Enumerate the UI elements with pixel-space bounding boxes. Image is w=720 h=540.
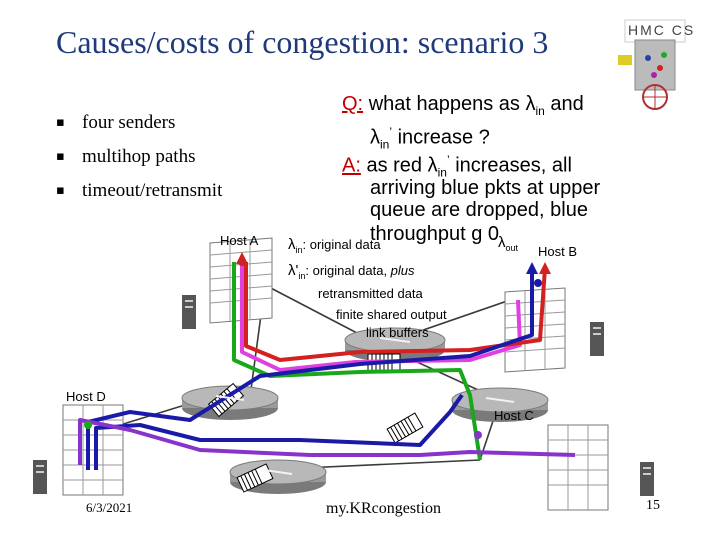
computer-tower-icon <box>33 460 47 494</box>
arrow-up-icon <box>526 262 538 274</box>
legend-lambda-in: λin: original data <box>288 236 381 255</box>
footer-center: my.KRcongestion <box>326 500 441 518</box>
footer-date: 6/3/2021 <box>86 500 132 516</box>
host-d-label: Host D <box>66 389 106 404</box>
buffer-label-1: finite shared output <box>336 307 447 322</box>
host-b-dot <box>534 279 542 287</box>
host-c-dot <box>474 431 482 439</box>
host-b-box <box>505 288 565 372</box>
host-c-label: Host C <box>494 408 534 423</box>
host-d-dot <box>84 421 92 429</box>
legend-retransmitted: retransmitted data <box>318 286 423 301</box>
legend-lambda-out: λout <box>498 234 518 253</box>
host-a-label: Host A <box>220 233 258 248</box>
computer-tower-icon <box>640 462 654 496</box>
legend-lambda-prime-in: λ'in: original data, plus <box>288 262 415 281</box>
arrow-up-icon <box>539 262 551 274</box>
computer-tower-icon <box>590 322 604 356</box>
host-d-box <box>63 405 123 495</box>
buffer-queue-icon <box>387 413 423 443</box>
computer-tower-icon <box>182 295 196 329</box>
answer-line-4: throughput g 0 <box>370 220 499 248</box>
host-c-box <box>548 425 608 510</box>
page-number: 15 <box>646 498 660 514</box>
host-b-label: Host B <box>538 244 577 259</box>
buffer-label-2: link buffers <box>366 325 429 340</box>
logo-text: HMC CS <box>628 22 695 38</box>
